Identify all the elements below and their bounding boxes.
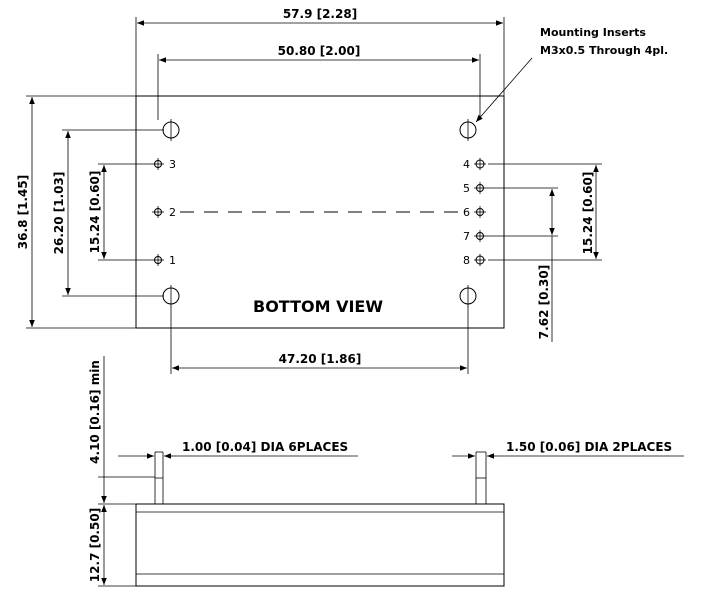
pin-label-3: 3 <box>169 158 176 171</box>
pin-4: 4 <box>463 158 486 171</box>
callout-pin-dia-small: 1.00 [0.04] DIA 6PLACES <box>118 440 358 459</box>
pin-1: 1 <box>152 254 176 267</box>
pin-7: 7 <box>463 230 486 243</box>
dim-body-height-label: 12.7 [0.50] <box>88 508 102 582</box>
callout-pin-dia-small-label: 1.00 [0.04] DIA 6PLACES <box>182 440 348 454</box>
pin-label-6: 6 <box>463 206 470 219</box>
pin-3: 3 <box>152 158 176 171</box>
pin-label-2: 2 <box>169 206 176 219</box>
bottom-view: 3 2 1 4 5 6 7 <box>135 95 505 329</box>
dim-mount-spacing-vertical: 26.20 [1.03] <box>52 129 164 297</box>
dim-left-pin-spacing: 15.24 [0.60] <box>88 163 152 261</box>
dim-body-height: 12.7 [0.50] <box>88 505 136 587</box>
pin-label-1: 1 <box>169 254 176 267</box>
module-outline <box>135 95 505 329</box>
dim-mount-spacing-vertical-label: 26.20 [1.03] <box>52 172 66 255</box>
dim-overall-height-label: 36.8 [1.45] <box>16 175 30 249</box>
dim-mount-spacing-top-label: 50.80 [2.00] <box>278 44 361 58</box>
side-pin-small <box>154 451 164 504</box>
callout-mounting-inserts: Mounting Inserts M3x0.5 Through 4pl. <box>475 26 668 123</box>
side-view: 4.10 [0.16] min 12.7 [0.50] 1.00 [0.04] … <box>88 356 684 587</box>
dim-mount-spacing-bottom-label: 47.20 [1.86] <box>279 352 362 366</box>
callout-pin-dia-large-label: 1.50 [0.06] DIA 2PLACES <box>506 440 672 454</box>
pin-label-4: 4 <box>463 158 470 171</box>
callout-mounting-line1: Mounting Inserts <box>540 26 646 39</box>
dim-mount-spacing-top: 50.80 [2.00] <box>157 44 481 120</box>
dim-mount-spacing-bottom: 47.20 [1.86] <box>170 306 469 374</box>
mounting-insert-bottom-right <box>459 285 477 307</box>
pin-label-5: 5 <box>463 182 470 195</box>
dim-right-pin-spacing-label: 15.24 [0.60] <box>581 172 595 255</box>
view-title: BOTTOM VIEW <box>253 297 383 316</box>
side-pin-large <box>475 451 487 504</box>
dim-right-pin-spacing: 15.24 [0.60] <box>488 163 602 261</box>
module-body <box>135 503 505 587</box>
pin-2: 2 <box>152 206 176 219</box>
pin-label-7: 7 <box>463 230 470 243</box>
dim-left-pin-spacing-label: 15.24 [0.60] <box>88 171 102 254</box>
pin-label-8: 8 <box>463 254 470 267</box>
dim-overall-width-label: 57.9 [2.28] <box>283 7 357 21</box>
pin-8: 8 <box>463 254 486 267</box>
pin-6: 6 <box>463 206 486 219</box>
callout-mounting-line2: M3x0.5 Through 4pl. <box>540 44 668 57</box>
dim-overall-width: 57.9 [2.28] <box>135 7 505 96</box>
dim-pin-length: 4.10 [0.16] min <box>88 356 155 505</box>
mounting-insert-bottom-left <box>162 285 180 307</box>
dim-overall-height: 36.8 [1.45] <box>16 95 136 329</box>
mounting-insert-top-right <box>459 119 477 141</box>
callout-pin-dia-large: 1.50 [0.06] DIA 2PLACES <box>452 440 684 459</box>
dim-right-pin-pitch: 7.62 [0.30] <box>486 187 558 342</box>
pin-5: 5 <box>463 182 486 195</box>
mounting-insert-top-left <box>162 119 180 141</box>
dim-right-pin-pitch-label: 7.62 [0.30] <box>537 265 551 339</box>
dim-pin-length-label: 4.10 [0.16] min <box>88 360 102 464</box>
